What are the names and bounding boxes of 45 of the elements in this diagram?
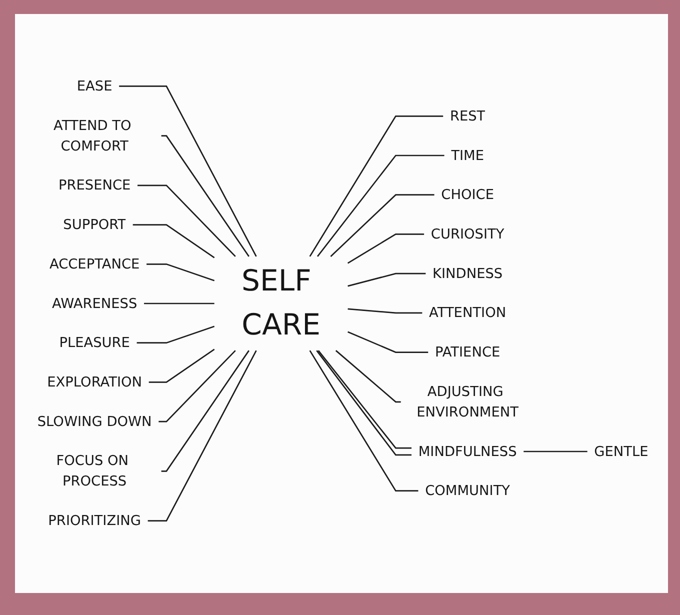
node-text: GENTLE (594, 442, 648, 460)
connector (347, 234, 424, 264)
connector (161, 135, 250, 257)
connector (146, 263, 215, 282)
node-text: MINDFULNESS (418, 442, 517, 460)
connector (148, 348, 215, 383)
connector (348, 308, 422, 314)
node-text: EASE (76, 78, 112, 94)
node-text: ATTEND TO COMFORT (54, 117, 132, 154)
node-text: AWARENESS (52, 294, 138, 312)
node-text: PLEASURE (59, 334, 130, 351)
node-text: REST (450, 108, 486, 124)
node-text: KINDNESS (432, 265, 503, 282)
connector (161, 350, 250, 472)
connector (144, 302, 214, 304)
node-text: TIME (451, 146, 484, 164)
connector (136, 326, 215, 344)
connector (316, 154, 444, 257)
connector (158, 350, 236, 422)
connector (524, 450, 588, 452)
node-text: EXPLORATION (47, 374, 142, 390)
node-text: SELF CARE (242, 264, 320, 342)
connector (330, 194, 434, 257)
connector (138, 184, 236, 257)
connector (119, 86, 257, 257)
node-text: FOCUS ON PROCESS (56, 452, 129, 490)
connector (309, 350, 418, 492)
node-text: PRIORITIZING (48, 512, 141, 528)
node-text: PATIENCE (434, 344, 500, 360)
node-text: COMMUNITY (425, 482, 510, 499)
paper-sheet: SELF CARE EASE REST ATTEND TO COMFORT PRESENCE TIME CHOICE CURIOSITY SUPPORT ACCEPTANCE KINDNESS ATTENTION AWARENESS PATIENCE ADJUSTING ENVIRONMENT PLEASURE EXPLORATION SLOWING DOWN MINDFULNESS GENTLE FOCUS ON PROCESS PRIORITIZING COMMUNITY (15, 14, 668, 593)
node-text: CHOICE (441, 186, 494, 203)
node-text: PRESENCE (58, 176, 131, 194)
connector (132, 224, 215, 258)
node-text: SUPPORT (63, 216, 126, 232)
connector (348, 331, 428, 353)
connector (148, 350, 257, 522)
node-text: ADJUSTING ENVIRONMENT (416, 383, 518, 420)
node-text: ATTENTION (429, 304, 506, 321)
node-text: ACCEPTANCE (49, 256, 140, 272)
connector (309, 115, 444, 257)
node-text: CURIOSITY (430, 226, 504, 242)
connector (348, 272, 426, 287)
node-text: SLOWING DOWN (37, 413, 152, 430)
connector (335, 350, 401, 403)
